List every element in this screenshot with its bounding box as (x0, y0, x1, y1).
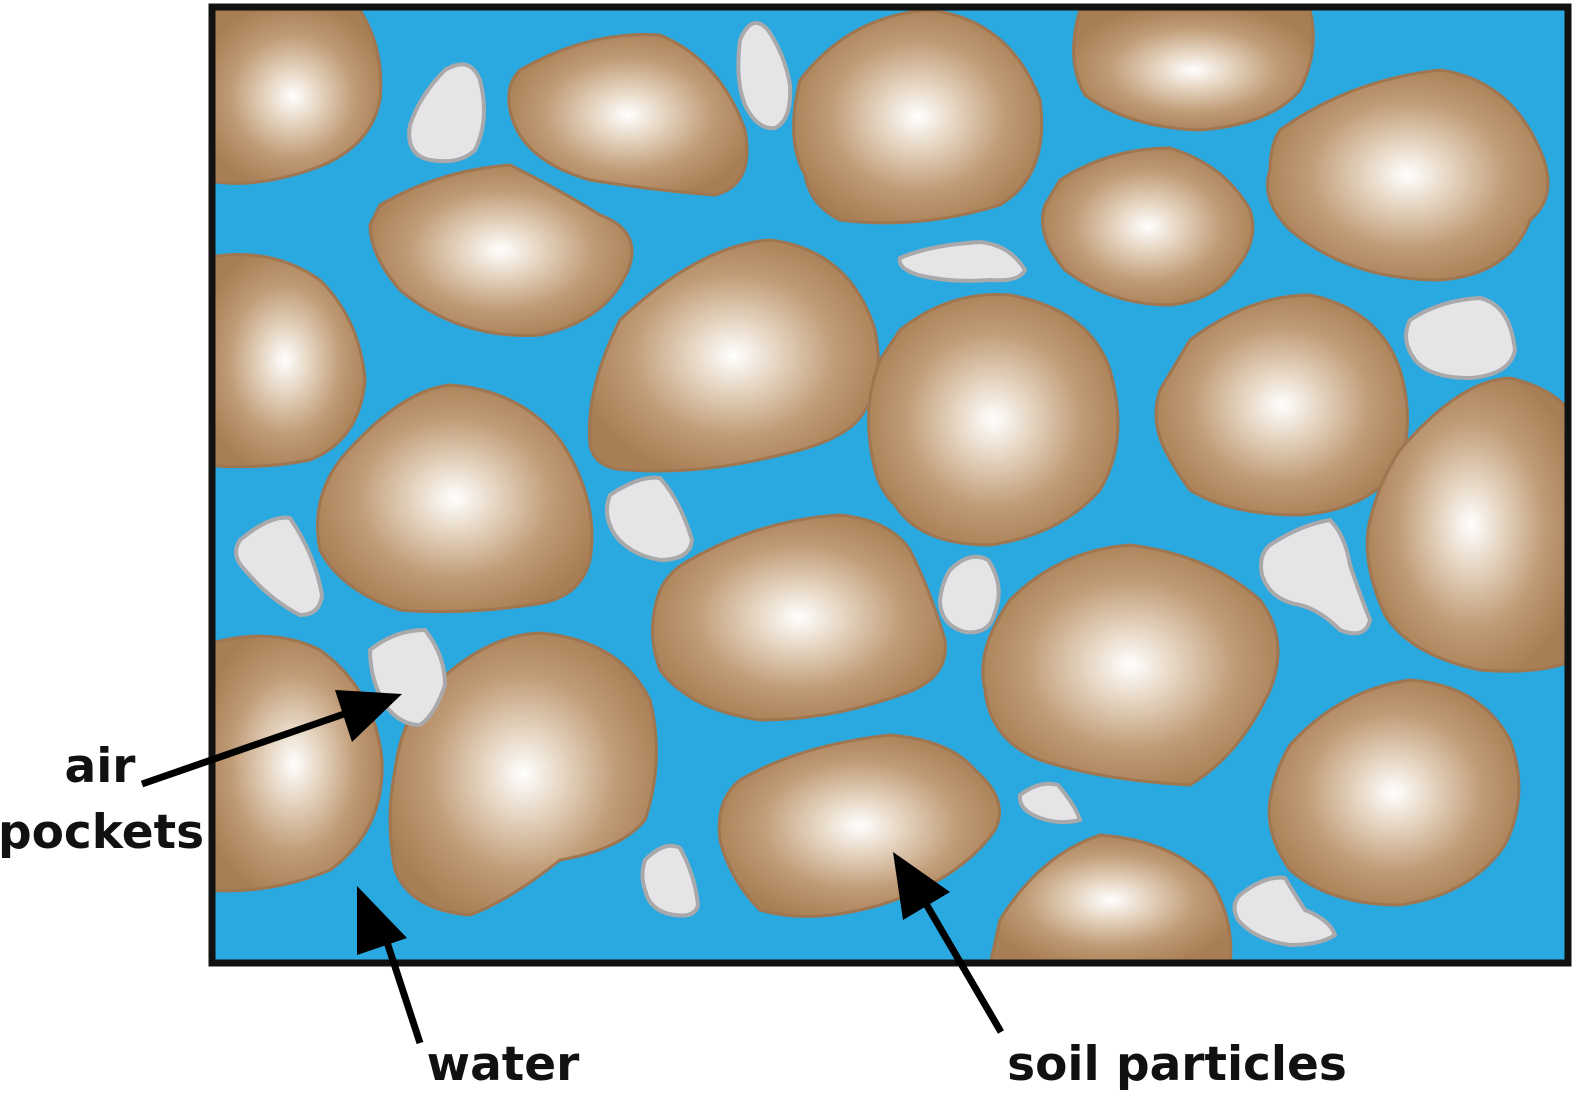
soil-particles-label: soil particles (1007, 1037, 1347, 1092)
soil-particle (1267, 678, 1521, 907)
air-pocket (604, 475, 695, 563)
soil-particle (507, 32, 749, 197)
soil-particle (867, 292, 1120, 547)
water-label: water (427, 1037, 580, 1092)
air-pocket (407, 62, 486, 164)
air-pockets-arrowhead (335, 690, 402, 742)
water-arrow-line (379, 928, 424, 1045)
soil-particle (368, 163, 634, 337)
soil-particle (1072, 8, 1315, 132)
air-pocket (1404, 295, 1518, 381)
soil-particle (316, 383, 594, 614)
air-pockets-label-line1: air (64, 739, 136, 794)
air-pocket (736, 20, 793, 131)
soil-arrowhead (893, 852, 950, 920)
soil-particle (388, 631, 658, 917)
soil-particle (717, 733, 1001, 918)
air-pockets-label-line2: pockets (0, 805, 204, 860)
water-arrowhead (357, 886, 407, 955)
diagram-border (208, 3, 1572, 967)
soil-particle (988, 833, 1233, 963)
soil-particle (651, 513, 947, 722)
soil-particle (212, 253, 367, 469)
air-pocket (937, 554, 1001, 635)
air-pocket (234, 515, 325, 618)
soil-particle (1041, 146, 1255, 307)
air-pocket (1017, 781, 1083, 825)
soil-particle (792, 8, 1044, 225)
air-pocket (897, 239, 1028, 283)
soil-particle (981, 543, 1280, 787)
air-pocket (1259, 517, 1373, 636)
soil-particle (212, 8, 383, 185)
soil-particle (1365, 376, 1568, 673)
air-pockets (234, 20, 1518, 948)
soil-particle (587, 238, 880, 473)
soil-arrow-line (911, 883, 1005, 1034)
soil-particles (212, 8, 1568, 963)
arrows (140, 690, 1005, 1045)
air-pocket (640, 843, 701, 918)
air-pocket (1232, 875, 1338, 948)
air-pockets-arrow-line (140, 701, 372, 788)
soil-particle (1266, 68, 1550, 282)
